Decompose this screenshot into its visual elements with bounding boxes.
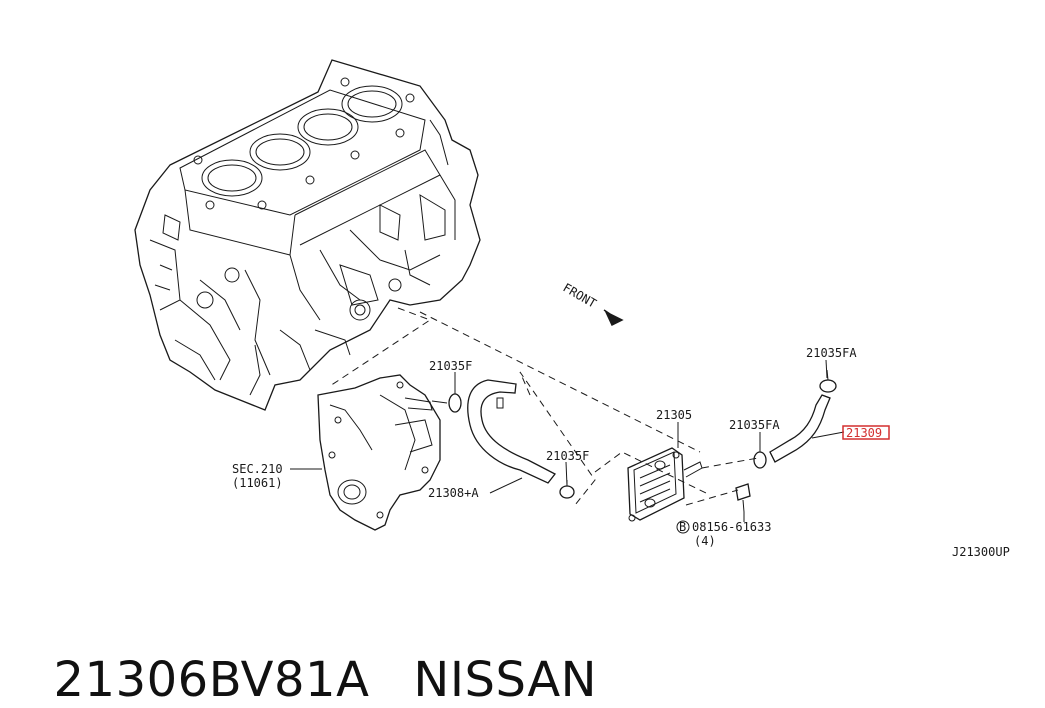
engine-block-illustration: [134, 59, 481, 411]
bolt-prefix-label: B: [679, 520, 686, 534]
label-clamp-21035fa-top: 21035FA: [806, 346, 857, 360]
diagram-code: J21300UP: [952, 545, 1010, 559]
front-cover-illustration: [317, 374, 441, 531]
label-clamp-21035f-top: 21035F: [429, 359, 472, 373]
front-label: FRONT: [561, 280, 599, 310]
label-bolt-qty: (4): [694, 534, 716, 548]
highlighted-part-21309[interactable]: 21309: [842, 425, 890, 440]
part-caption: 21306BV81A NISSAN: [22, 596, 597, 708]
front-direction-indicator: FRONT: [561, 280, 624, 327]
label-bolt-08156: 08156-61633: [692, 520, 771, 534]
bolt-circle-marker: [676, 520, 690, 534]
hose-21309-illustration: [769, 394, 831, 463]
bolt-illustration: [735, 483, 751, 513]
leader-lines: [290, 359, 845, 522]
front-arrow-icon: [603, 309, 624, 327]
clamp-21035fa-top-illustration: [819, 369, 837, 393]
oil-cooler-illustration: [627, 447, 703, 522]
label-clamp-21035fa-mid: 21035FA: [729, 418, 780, 432]
clamp-21035f-top-illustration: [431, 388, 462, 413]
label-sec210: SEC.210: [232, 462, 283, 476]
parts-diagram: FRONT SEC.210 (11061) 21035F 21308+A 210…: [134, 59, 1010, 559]
label-hose-21308a: 21308+A: [428, 486, 479, 500]
part-number: 21306BV81A: [53, 652, 370, 708]
brand-name: NISSAN: [413, 652, 598, 708]
hose-21308a-illustration: [467, 379, 556, 484]
routing-lines: [329, 307, 759, 506]
label-hose-21309[interactable]: 21309: [846, 426, 882, 440]
label-oil-cooler-21305: 21305: [656, 408, 692, 422]
bolt-label-group: B 08156-61633 (4): [676, 520, 771, 548]
label-sec210-sub: (11061): [232, 476, 283, 490]
label-clamp-21035f-bottom: 21035F: [546, 449, 589, 463]
